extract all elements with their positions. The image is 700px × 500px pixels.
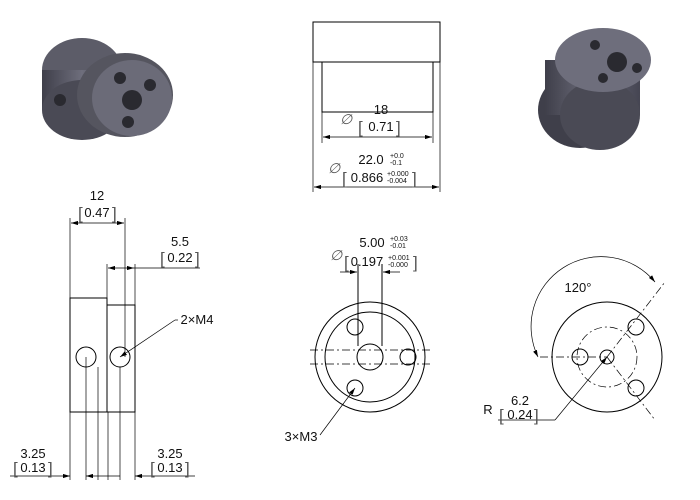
tolerance-minus: -0.01 [390,243,406,250]
tolerance-plus: +0.03 [390,236,408,243]
outer-dia-in: 0.866 [351,170,384,185]
radius-mm: 6.2 [511,393,529,408]
bore-dia-in: 0.71 [368,119,393,134]
flange-in: 0.22 [167,250,192,265]
side-view: 12 [] 0.47 5.5 [] 0.22 2×M4 3.25 [] 0.13… [10,188,213,480]
svg-text:]: ] [185,459,190,478]
diameter-symbol: ∅ [340,111,353,127]
tolerance-minus: -0.1 [390,160,402,167]
tolerance-plus: +0.000 [387,171,409,178]
shaft-dia-mm: 5.00 [359,235,384,250]
radius-prefix: R [483,402,492,417]
svg-text:]: ] [534,406,539,425]
thread-label: 2×M4 [181,312,214,327]
svg-text:[: [ [342,169,347,188]
radius-in: 0.24 [507,407,532,422]
right-offset-mm: 3.25 [157,446,182,461]
width-in: 0.47 [84,205,109,220]
right-offset-in: 0.13 [157,460,182,475]
svg-text:]: ] [112,204,117,223]
diameter-symbol: ∅ [330,247,343,263]
svg-text:[: [ [344,253,349,272]
svg-text:[: [ [150,459,155,478]
svg-text:[: [ [499,406,504,425]
shaft-dia-in: 0.197 [351,254,384,269]
iso-render-back [538,28,651,150]
hole-label: 3×M3 [285,429,318,444]
left-offset-mm: 3.25 [20,446,45,461]
left-offset-in: 0.13 [20,460,45,475]
flange-mm: 5.5 [171,234,189,249]
diameter-symbol: ∅ [328,160,341,176]
top-section-view: ∅ 18 [] 0.71 ∅ 22.0 +0.0 -0.1 [] 0.866 +… [312,21,441,192]
svg-text:[: [ [160,249,165,268]
tolerance-minus: -0.000 [388,262,408,269]
svg-text:]: ] [48,459,53,478]
svg-text:]: ] [412,169,417,188]
iso-render-front [42,38,173,140]
bore-dia-mm: 18 [374,102,388,117]
front-view: ∅ 5.00 +0.03 -0.01 [] 0.197 +0.001 -0.00… [285,235,430,444]
tolerance-plus: +0.001 [388,255,410,262]
outer-dia-mm: 22.0 [358,152,383,167]
back-view: 120° R 6.2 [] 0.24 [483,256,666,425]
angle-label: 120° [565,280,592,295]
tolerance-minus: -0.004 [387,178,407,185]
svg-text:[: [ [358,118,363,137]
svg-text:[: [ [78,204,83,223]
svg-text:]: ] [413,253,418,272]
svg-text:[: [ [13,459,18,478]
width-mm: 12 [90,188,104,203]
svg-text:]: ] [195,249,200,268]
svg-text:]: ] [396,118,401,137]
tolerance-plus: +0.0 [390,153,404,160]
